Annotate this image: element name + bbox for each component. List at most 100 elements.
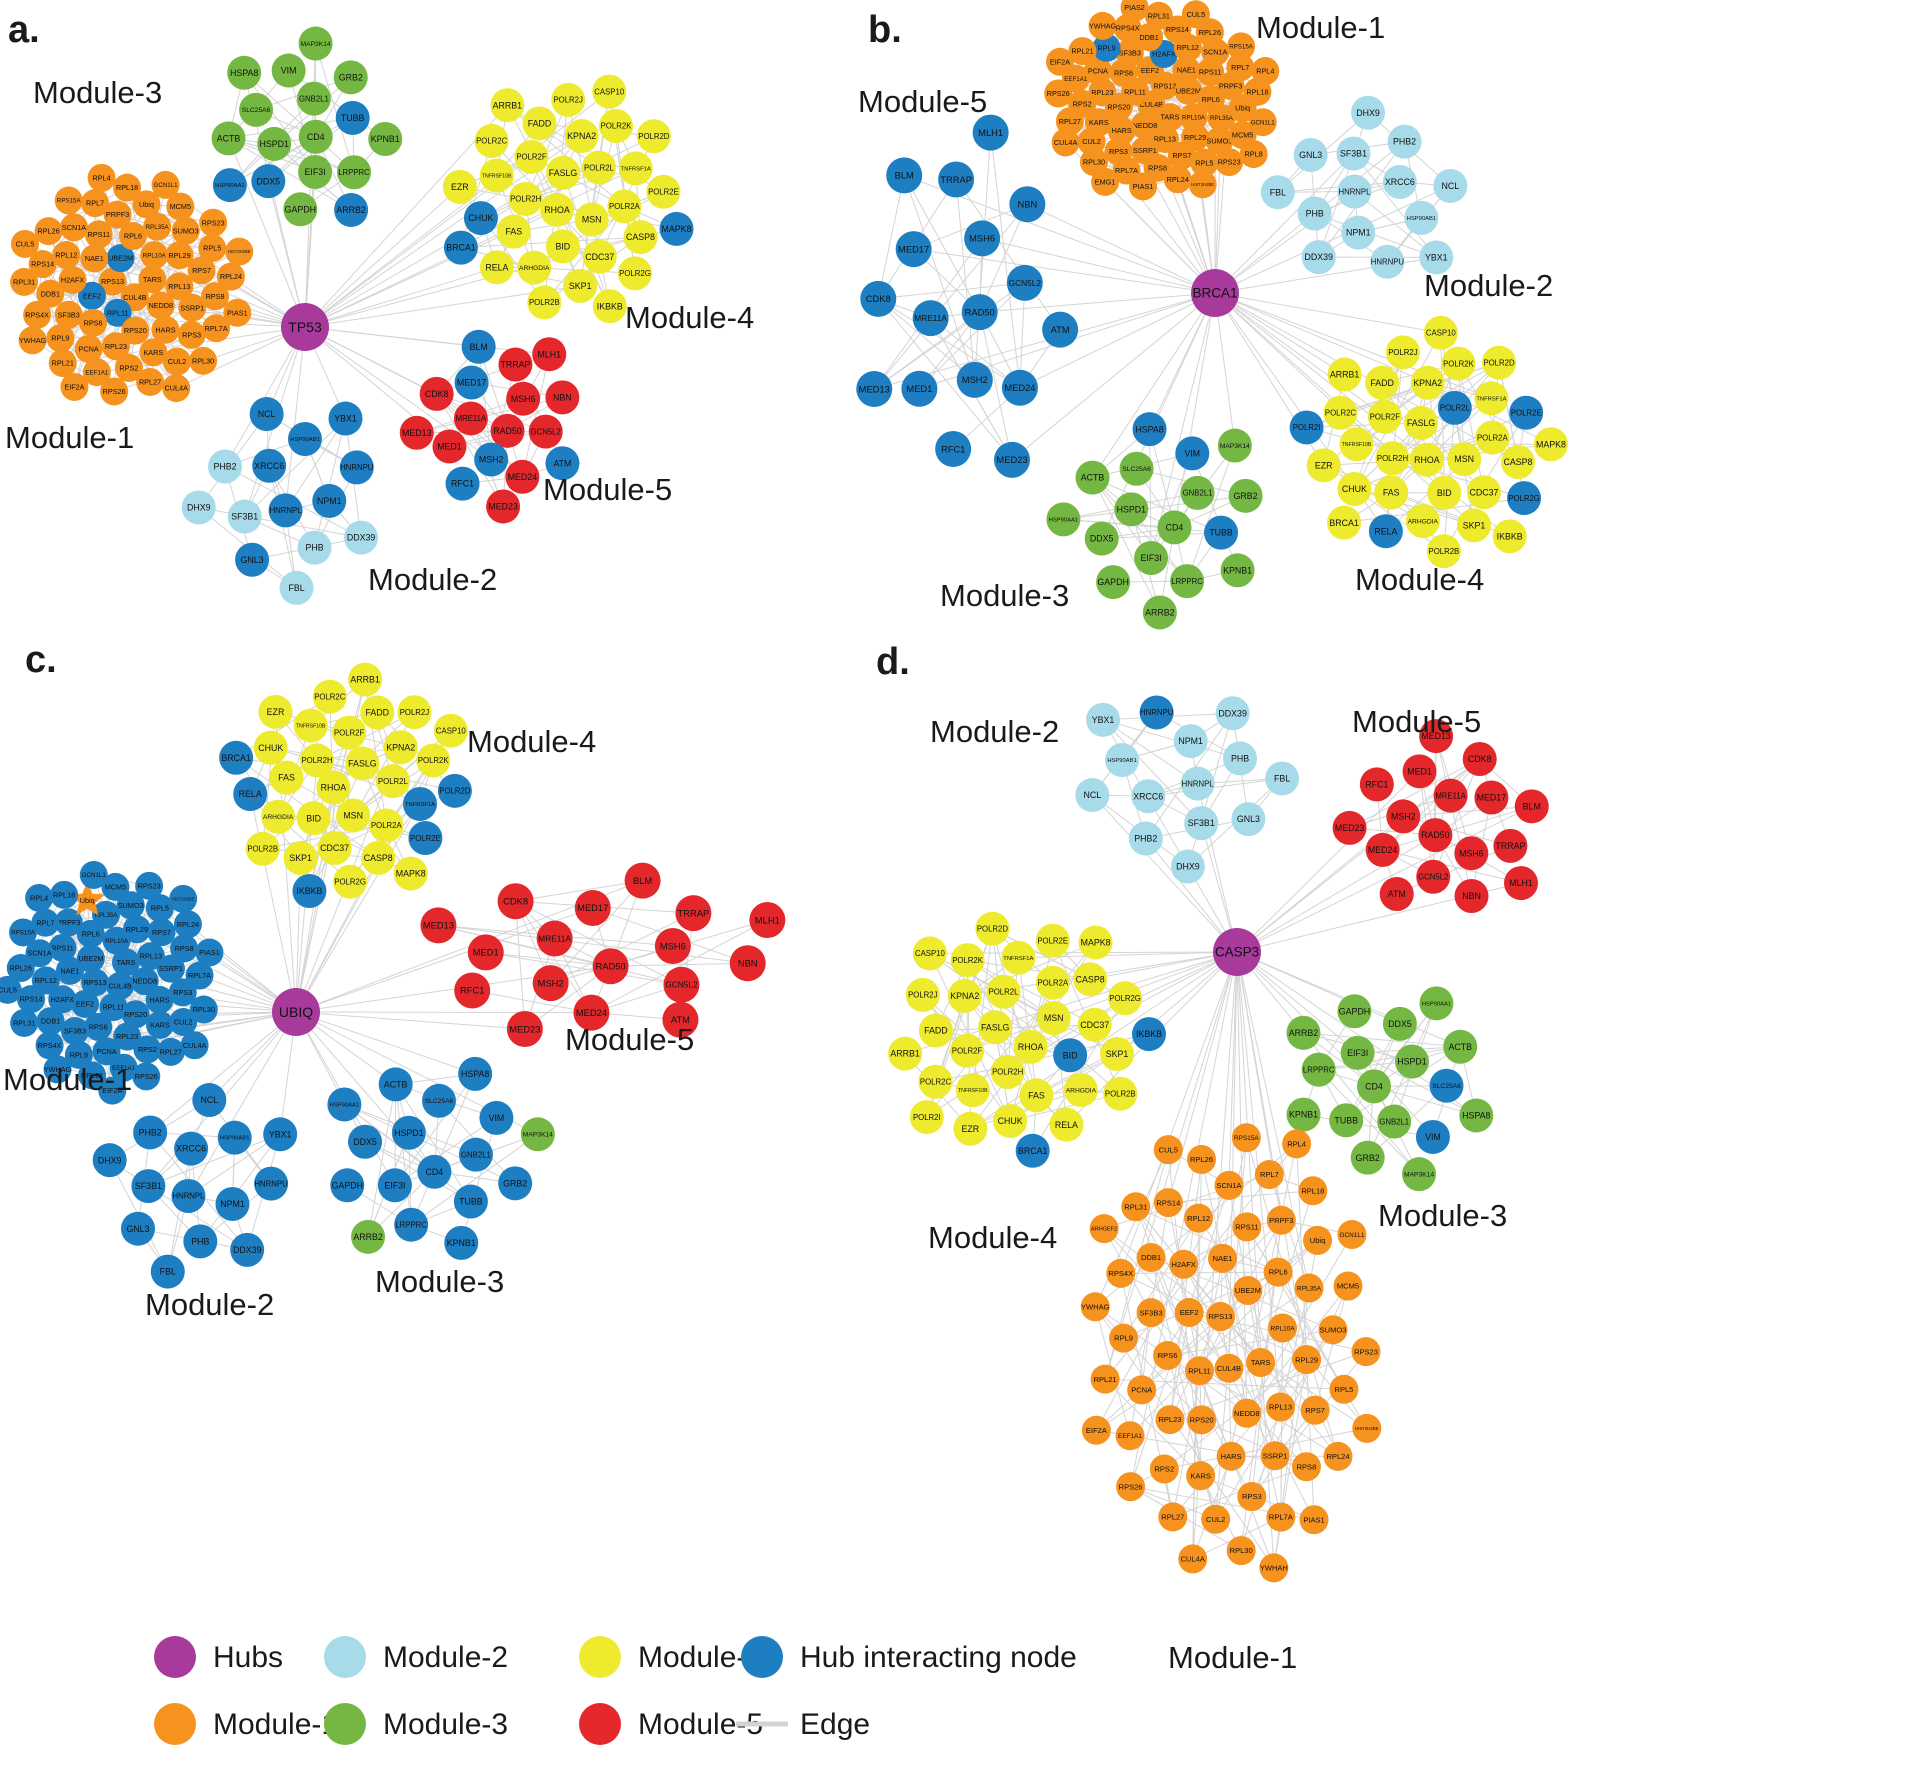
node-label: MRE11A [538, 933, 571, 943]
node-circle [113, 1022, 142, 1051]
node-label: RPL7 [1231, 63, 1249, 72]
node-RPS23: RPS23 [1351, 1337, 1381, 1367]
node-label: NEDD8 [148, 301, 173, 310]
node-RPL10A: RPL10A [140, 241, 169, 270]
node-label: NBN [1018, 200, 1038, 210]
node-circle [729, 945, 766, 982]
node-FASLG: FASLG [546, 155, 581, 190]
node-circle [1090, 1364, 1120, 1394]
node-label: BLM [470, 342, 488, 352]
node-label: ARRB2 [353, 1232, 383, 1242]
node-circle [1129, 172, 1158, 201]
node-circle [486, 489, 521, 524]
node-label: RPS20 [1107, 102, 1130, 111]
legend-label: Hubs [213, 1641, 283, 1674]
node-POLR2K: POLR2K [599, 109, 634, 144]
node-RPS4X: RPS4X [23, 300, 52, 329]
node-label: PHB [305, 543, 323, 553]
node-circle [169, 884, 198, 913]
node-NBN: NBN [1454, 878, 1489, 913]
node-circle [442, 169, 477, 204]
node-POLR2F: POLR2F [514, 139, 549, 174]
node-SCN1A: SCN1A [1214, 1170, 1244, 1200]
node-label: POLR2A [1037, 978, 1069, 987]
node-RPS2: RPS2 [114, 353, 143, 382]
node-circle [1172, 56, 1201, 85]
node-circle [174, 1131, 209, 1166]
node-circle [348, 1124, 383, 1159]
node-circle [1289, 410, 1324, 445]
node-circle [1006, 264, 1043, 301]
node-circle [461, 329, 496, 364]
node-label: SSRP1 [1263, 1451, 1288, 1460]
node-MED24: MED24 [573, 994, 610, 1031]
node-RPS13: RPS13 [1206, 1302, 1236, 1332]
node-label: POLR2G [1508, 494, 1540, 503]
node-RPS7: RPS7 [1300, 1395, 1330, 1425]
node-circle [1374, 475, 1409, 510]
node-label: RPL5 [1195, 158, 1213, 167]
node-MED24: MED24 [505, 459, 540, 494]
node-label: BID [1063, 1050, 1078, 1060]
node-PCNA: PCNA [1083, 56, 1112, 85]
node-label: DDX39 [347, 533, 376, 543]
node-NPM1: NPM1 [1173, 724, 1208, 759]
node-POLR2J: POLR2J [1385, 335, 1420, 370]
node-MSH6: MSH6 [1454, 836, 1489, 871]
node-circle [156, 1037, 185, 1066]
node-label: CASP8 [626, 232, 655, 242]
node-label: SUMO3 [173, 226, 199, 235]
node-circle [298, 26, 333, 61]
node-RPL18: RPL18 [50, 880, 79, 909]
node-label: POLR2E [1511, 408, 1542, 417]
node-MED17: MED17 [454, 365, 489, 400]
node-circle [1206, 1302, 1236, 1332]
node-RPL9: RPL9 [64, 1040, 93, 1069]
module-label: Module-2 [368, 562, 497, 597]
node-label: NEDD8 [132, 977, 157, 986]
node-circle [1157, 510, 1192, 545]
node-label: BLM [1523, 801, 1541, 811]
node-label: RPL12 [55, 251, 77, 260]
node-CASP8: CASP8 [1073, 962, 1108, 997]
node-label: MED24 [1368, 845, 1398, 855]
node-RPL26: RPL26 [1187, 1144, 1217, 1174]
node-circle [1336, 136, 1371, 171]
node-label: KPNB1 [1223, 565, 1252, 575]
node-label: RPS8 [1297, 1462, 1317, 1471]
node-circle [1115, 1421, 1145, 1451]
node-label: TARS [117, 958, 136, 967]
node-circle [1215, 696, 1250, 731]
legend-label: Module-3 [383, 1708, 508, 1741]
node-TUBB: TUBB [1204, 515, 1239, 550]
node-label: EIF2A [64, 382, 84, 391]
node-HNRNPU: HNRNPU [254, 1166, 288, 1201]
node-label: SCN1A [27, 949, 51, 958]
node-label: YWHAH [1260, 1563, 1288, 1572]
node-circle [1337, 174, 1372, 209]
node-RPL21: RPL21 [48, 349, 77, 378]
node-HARS: HARS [145, 985, 174, 1014]
node-label: TNFRSF10B [958, 1088, 988, 1094]
node-CUL4A: CUL4A [180, 1031, 209, 1060]
node-circle [1260, 175, 1295, 210]
node-DDX5: DDX5 [1084, 521, 1119, 556]
node-ARRB2: ARRB2 [1142, 595, 1177, 630]
node-label: FADD [366, 708, 390, 718]
node-circle [180, 1031, 209, 1060]
node-KARS: KARS [1186, 1461, 1216, 1491]
node-label: HIST2H2BE [1355, 1426, 1379, 1431]
node-BID: BID [1427, 475, 1462, 510]
node-circle [443, 230, 478, 265]
node-RPL11: RPL11 [1185, 1356, 1215, 1386]
node-RHOA: RHOA [1013, 1029, 1048, 1064]
node-circle [171, 216, 200, 245]
node-circle [540, 192, 575, 227]
node-circle [335, 100, 370, 135]
node-circle [146, 1010, 175, 1039]
node-label: MSH6 [660, 941, 686, 951]
node-circle [1298, 1176, 1328, 1206]
node-HIST2H2BE: HIST2H2BE [225, 237, 254, 266]
node-EIF2A: EIF2A [1081, 1415, 1111, 1445]
node-H2AFX: H2AFX [48, 985, 77, 1014]
